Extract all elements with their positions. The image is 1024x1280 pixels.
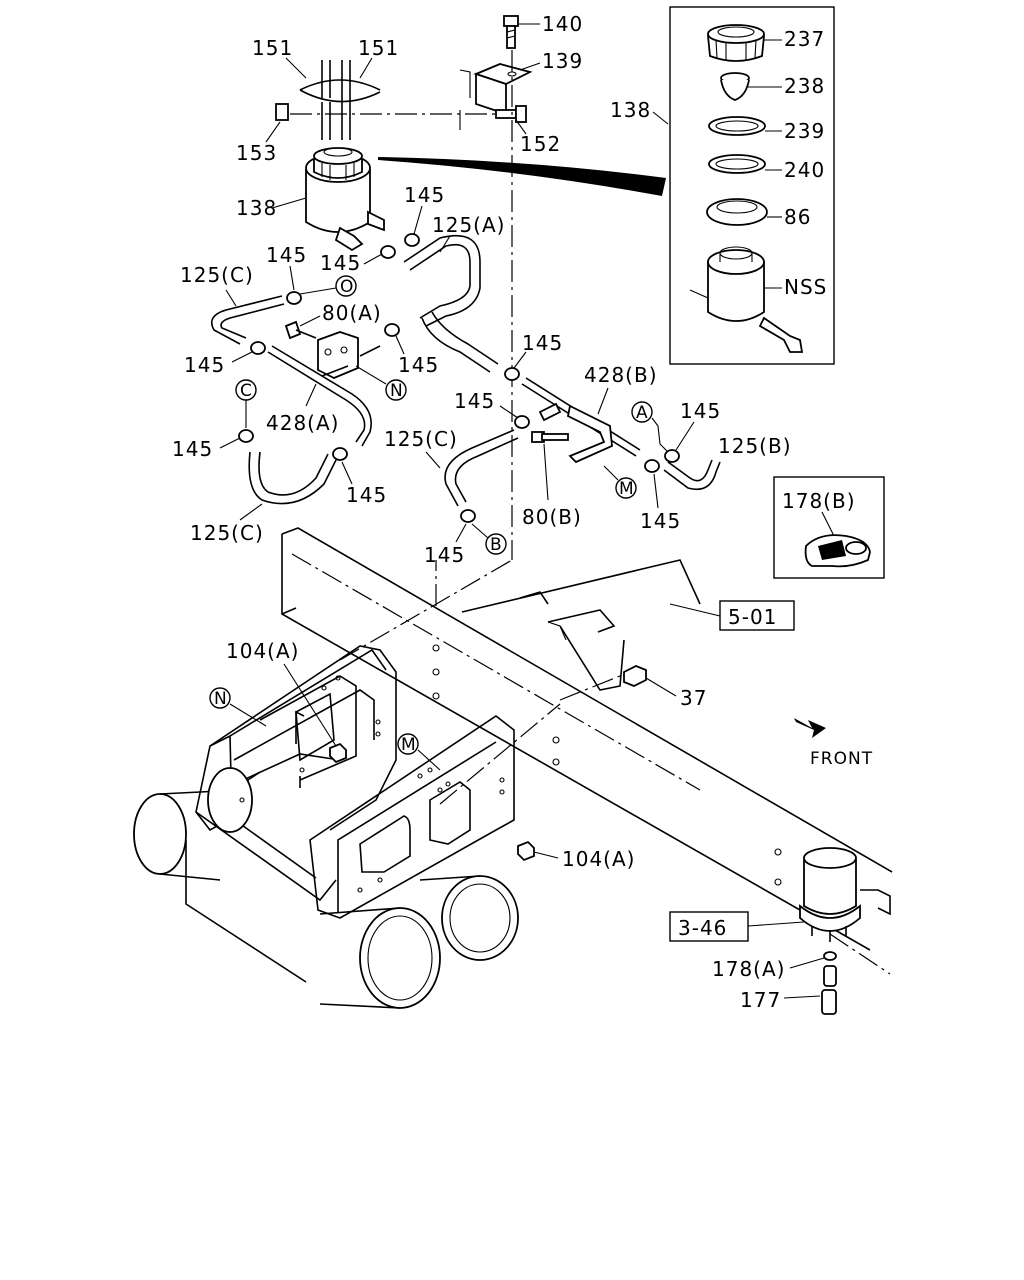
part-178a <box>823 951 837 961</box>
label-nss: NSS <box>784 275 827 299</box>
bolt-140 <box>503 15 519 49</box>
hose-125a <box>403 234 499 373</box>
label-145-5: 145 <box>398 353 439 377</box>
label-428b: 428(B) <box>584 363 658 387</box>
hose-125c-middle <box>444 429 519 507</box>
hose-clamps-145 <box>238 233 680 523</box>
reservoir-138 <box>305 147 385 252</box>
label-139: 139 <box>542 49 583 73</box>
bolt-80b <box>531 431 569 501</box>
pipe-428a <box>267 345 372 447</box>
label-151-right: 151 <box>358 36 399 60</box>
svg-text:O: O <box>340 277 354 297</box>
svg-text:N: N <box>214 689 228 709</box>
ref-box-3-46 <box>669 911 749 942</box>
svg-text:M: M <box>401 735 417 755</box>
ref-circle-a: A <box>631 401 669 453</box>
label-125c-upper: 125(C) <box>180 263 254 287</box>
ref-circle-c: C <box>235 379 257 428</box>
label-5-01: 5-01 <box>728 605 777 629</box>
ref-circle-m-lower: M <box>397 733 441 771</box>
label-151-left: 151 <box>252 36 293 60</box>
bolt-152 <box>495 105 527 123</box>
label-138-inset: 138 <box>610 98 651 122</box>
label-80b: 80(B) <box>522 505 582 529</box>
label-178a: 178(A) <box>712 957 785 981</box>
label-37: 37 <box>680 686 707 710</box>
label-3-46: 3-46 <box>678 916 727 940</box>
bracket-139 <box>459 63 533 130</box>
label-145-9: 145 <box>346 483 387 507</box>
svg-text:B: B <box>490 535 503 555</box>
hose-125c-upper <box>210 295 285 345</box>
label-145-11: 145 <box>680 399 721 423</box>
ref-circle-n-lower: N <box>209 687 267 727</box>
label-145-10: 145 <box>424 543 465 567</box>
svg-text:N: N <box>390 381 404 401</box>
label-152: 152 <box>520 132 561 156</box>
label-237: 237 <box>784 27 825 51</box>
nut-104a-lower <box>517 840 535 862</box>
ref-circle-n-top: N <box>355 365 407 401</box>
ref-circle-b: B <box>471 523 507 555</box>
label-145-4: 145 <box>184 353 225 377</box>
callout-wedge <box>378 157 666 196</box>
front-label: FRONT <box>810 749 873 769</box>
carrier-holes <box>239 675 505 893</box>
pipe-428b <box>521 377 641 464</box>
label-145-7: 145 <box>454 389 495 413</box>
label-145-12: 145 <box>640 509 681 533</box>
label-153: 153 <box>236 141 277 165</box>
cap-237 <box>707 24 765 62</box>
ref-box-5-01 <box>719 600 795 631</box>
label-104a-lower: 104(A) <box>562 847 635 871</box>
label-239: 239 <box>784 119 825 143</box>
label-177: 177 <box>740 988 781 1012</box>
strainer-238 <box>720 72 750 101</box>
label-104a-upper: 104(A) <box>226 639 299 663</box>
hose-125c-lower-left <box>248 451 337 505</box>
ref-circle-m-top: M <box>603 465 637 499</box>
label-145-2: 145 <box>320 251 361 275</box>
seal-239 <box>708 116 766 136</box>
label-125a: 125(A) <box>432 213 505 237</box>
label-125c-middle: 125(C) <box>384 427 458 451</box>
svg-text:M: M <box>619 479 635 499</box>
label-238: 238 <box>784 74 825 98</box>
svg-text:C: C <box>240 381 253 401</box>
svg-text:A: A <box>636 403 649 423</box>
label-178b: 178(B) <box>782 489 856 513</box>
bolt-37 <box>623 665 647 687</box>
ref-circle-o: O <box>299 275 357 297</box>
label-138-main: 138 <box>236 196 277 220</box>
chassis-frame <box>281 527 893 951</box>
label-125b: 125(B) <box>718 434 792 458</box>
label-80a: 80(A) <box>322 301 382 325</box>
label-145-3: 145 <box>266 243 307 267</box>
label-125c-lower-left: 125(C) <box>190 521 264 545</box>
packing-86 <box>706 198 768 226</box>
label-86: 86 <box>784 205 811 229</box>
reservoir-body-nss <box>689 246 804 353</box>
label-428a: 428(A) <box>266 411 339 435</box>
nut-104a-upper <box>329 742 347 764</box>
hose-125b <box>663 459 721 491</box>
clip-178b <box>804 534 871 568</box>
filter-3-46 <box>799 847 861 942</box>
bracket-80a <box>284 320 381 379</box>
label-240: 240 <box>784 158 825 182</box>
gasket-240 <box>708 154 766 174</box>
clamp-band-151 <box>299 60 381 140</box>
battery-carrier <box>195 645 515 919</box>
nut-153 <box>275 103 289 121</box>
part-177 <box>821 965 837 1015</box>
front-arrow-icon <box>794 718 826 738</box>
batteries <box>133 767 519 1009</box>
label-145-6: 145 <box>522 331 563 355</box>
label-140: 140 <box>542 12 583 36</box>
label-145-8: 145 <box>172 437 213 461</box>
label-145-1: 145 <box>404 183 445 207</box>
